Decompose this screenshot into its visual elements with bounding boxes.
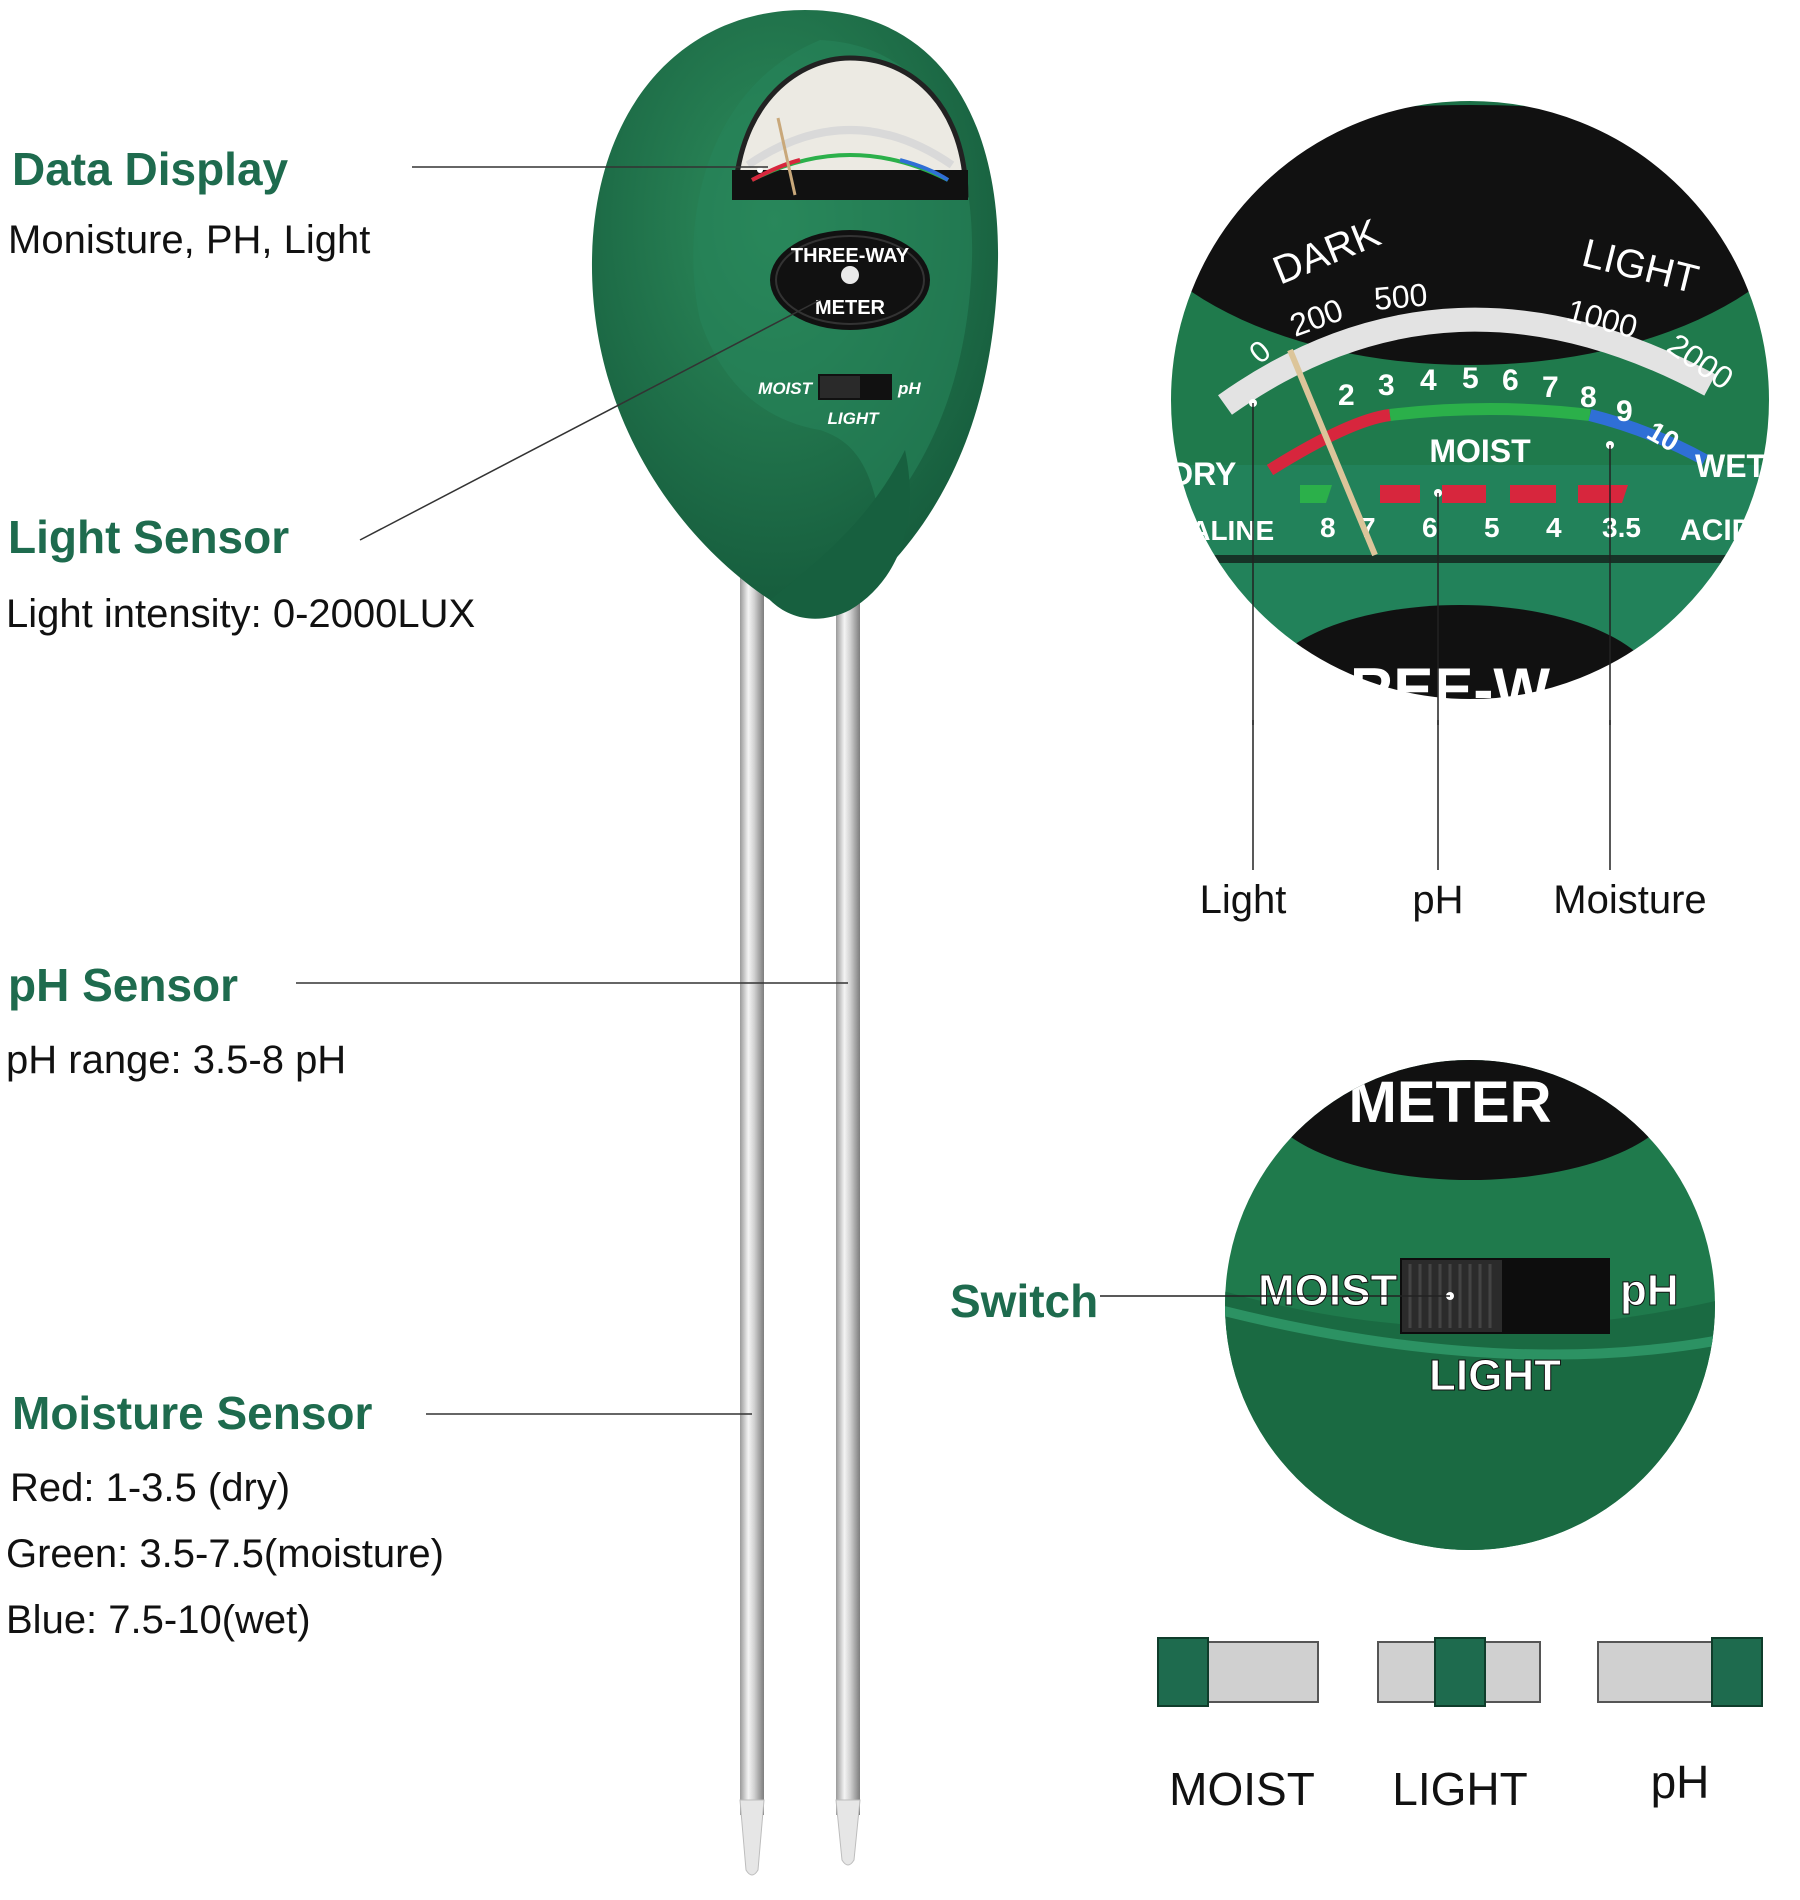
switch-title: Switch — [950, 1275, 1099, 1327]
data-display-title: Data Display — [12, 143, 289, 195]
switch-position-light — [1377, 1637, 1541, 1707]
device-switch-ph: pH — [897, 379, 921, 398]
zoom-label-ph: pH — [1412, 878, 1464, 922]
ph-sensor-title: pH Sensor — [8, 959, 239, 1011]
switch-zoom: METER MOIST pH LIGHT — [1100, 1060, 1715, 1550]
gauge-lux-tick-500: 500 — [1372, 276, 1428, 317]
gauge-moist-tick-3: 3 — [1378, 369, 1395, 402]
moisture-red-range: Red: 1-3.5 (dry) — [10, 1466, 291, 1510]
gauge-moist-tick-9: 9 — [1616, 395, 1633, 428]
gauge-needle — [1287, 348, 1378, 557]
gauge-badge-partial: REE-W — [1350, 656, 1550, 723]
device-switch-light: LIGHT — [828, 409, 881, 428]
gauge-wet-label: WET — [1695, 448, 1767, 484]
light-sensor-desc: Light intensity: 0-2000LUX — [6, 592, 476, 636]
probe-left-tip — [739, 1799, 765, 1876]
gauge-moist-label: MOIST — [1429, 433, 1531, 469]
light-sensor-leader — [359, 299, 821, 541]
probe-right-tip — [835, 1799, 861, 1866]
switch-caption-moist: MOIST — [1169, 1763, 1315, 1815]
zoom-label-moisture: Moisture — [1553, 878, 1707, 922]
gauge-ph-tick-4: 4 — [1546, 512, 1562, 543]
gauge-ph-tick-3-5: 3.5 — [1602, 512, 1641, 543]
gauge-moist-tick-2: 2 — [1338, 379, 1355, 412]
gauge-moist-tick-7: 7 — [1542, 371, 1559, 404]
gauge-moist-tick-5: 5 — [1462, 362, 1479, 395]
zoom-label-light: Light — [1199, 878, 1287, 922]
device-switch-moist: MOIST — [758, 379, 813, 398]
ph-sensor-desc: pH range: 3.5-8 pH — [6, 1038, 347, 1082]
switch-positions — [1157, 1637, 1763, 1707]
moisture-green-range: Green: 3.5-7.5(moisture) — [6, 1532, 444, 1576]
badge-top-text: THREE-WAY — [791, 245, 910, 267]
switch-zoom-badge: METER — [1349, 1070, 1552, 1135]
switch-zoom-moist: MOIST — [1258, 1266, 1397, 1315]
switch-position-ph — [1597, 1637, 1763, 1707]
soil-meter-illustration: THREE-WAY METER MOIST pH LIGHT — [296, 10, 999, 1876]
gauge-ph-tick-6: 6 — [1422, 512, 1438, 543]
gauge-moist-tick-6: 6 — [1502, 364, 1519, 397]
gauge-alkaline-label: KALINE — [1170, 515, 1274, 546]
badge-bottom-text: METER — [815, 297, 886, 319]
switch-caption-light: LIGHT — [1392, 1763, 1528, 1815]
probes — [739, 560, 861, 1876]
switch-zoom-light: LIGHT — [1429, 1351, 1561, 1400]
probe-left — [740, 560, 764, 1815]
moisture-blue-range: Blue: 7.5-10(wet) — [6, 1598, 311, 1642]
light-sensor-title: Light Sensor — [8, 511, 290, 563]
data-display-desc: Monisture, PH, Light — [8, 218, 371, 262]
meter-body: THREE-WAY METER MOIST pH LIGHT — [591, 10, 999, 619]
switch-zoom-ph: pH — [1620, 1266, 1679, 1315]
switch-position-moist — [1157, 1637, 1319, 1707]
gauge-acidic-label: ACID — [1680, 514, 1753, 547]
leader-lines — [296, 166, 848, 1415]
gauge-zoom: REE-W DARK LIGHT 0 200 500 1000 2000 2 3… — [1169, 99, 1771, 725]
moisture-sensor-title: Moisture Sensor — [12, 1387, 373, 1439]
switch-caption-ph: pH — [1650, 1756, 1710, 1808]
gauge-moist-tick-4: 4 — [1420, 364, 1437, 397]
gauge-callout-extensions — [1252, 720, 1611, 870]
gauge-ph-tick-8: 8 — [1320, 512, 1336, 543]
gauge-ph-tick-5: 5 — [1484, 512, 1500, 543]
probe-right — [836, 580, 860, 1815]
ph-blocks — [1300, 485, 1628, 503]
gauge-moist-tick-8: 8 — [1580, 381, 1597, 414]
